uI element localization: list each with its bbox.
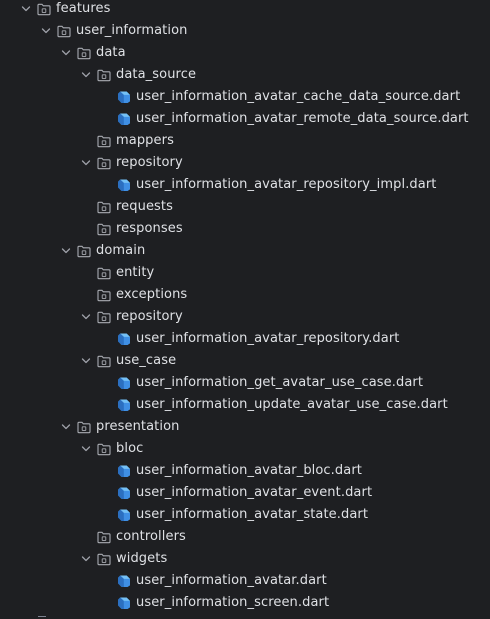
tree-item-label: widgets (116, 551, 168, 566)
dart-file-icon (116, 485, 132, 501)
tree-item-repository[interactable]: repository (0, 152, 490, 174)
dart-file-icon (116, 573, 132, 589)
chevron-icon (38, 616, 46, 619)
tree-item-label: data_source (116, 67, 197, 82)
folder-icon (96, 155, 112, 171)
tree-item-data[interactable]: data (0, 42, 490, 64)
tree-item-user-information-avatar-state-dart[interactable]: user_information_avatar_state.dart (0, 504, 490, 526)
folder-icon (76, 243, 92, 259)
tree-item-label: data (96, 45, 126, 60)
chevron-down-icon[interactable] (78, 551, 94, 567)
tree-item-label: user_information_avatar_event.dart (136, 485, 373, 500)
tree-item-requests[interactable]: requests (0, 196, 490, 218)
tree-item-label: domain (96, 243, 146, 258)
tree-item-label: bloc (116, 441, 144, 456)
folder-icon (96, 353, 112, 369)
tree-item-user-information-avatar-repository-dart[interactable]: user_information_avatar_repository.dart (0, 328, 490, 350)
chevron-down-icon[interactable] (78, 353, 94, 369)
folder-icon (96, 287, 112, 303)
tree-item-label: user_information (76, 23, 188, 38)
tree-item-label: requests (116, 199, 173, 214)
tree-item-label: user_information_screen.dart (136, 595, 330, 610)
folder-icon (36, 1, 52, 17)
tree-item-controllers[interactable]: controllers (0, 526, 490, 548)
tree-item-entity[interactable]: entity (0, 262, 490, 284)
tree-item-label: user_information_update_avatar_use_case.… (136, 397, 448, 412)
folder-icon (96, 309, 112, 325)
tree-item-user-information-avatar-cache-data-source-dart[interactable]: user_information_avatar_cache_data_sourc… (0, 86, 490, 108)
tree-item-label: user_information_avatar_bloc.dart (136, 463, 362, 478)
folder-icon (96, 199, 112, 215)
tree-item-data-source[interactable]: data_source (0, 64, 490, 86)
tree-item-label: user_information_avatar_repository_impl.… (136, 177, 437, 192)
dart-file-icon (116, 595, 132, 611)
tree-item-label: exceptions (116, 287, 188, 302)
tree-item-label: user_information_avatar.dart (136, 573, 327, 588)
partially-visible-row (0, 614, 490, 619)
tree-item-repository[interactable]: repository (0, 306, 490, 328)
tree-item-bloc[interactable]: bloc (0, 438, 490, 460)
tree-item-label: repository (116, 309, 183, 324)
tree-item-mappers[interactable]: mappers (0, 130, 490, 152)
tree-item-label: presentation (96, 419, 180, 434)
dart-file-icon (116, 177, 132, 193)
chevron-down-icon[interactable] (78, 309, 94, 325)
tree-item-user-information-screen-dart[interactable]: user_information_screen.dart (0, 592, 490, 614)
tree-item-label: use_case (116, 353, 177, 368)
folder-icon (56, 23, 72, 39)
dart-file-icon (116, 111, 132, 127)
dart-file-icon (116, 375, 132, 391)
chevron-down-icon[interactable] (58, 45, 74, 61)
folder-icon (96, 265, 112, 281)
tree-item-user-information-update-avatar-use-case-dart[interactable]: user_information_update_avatar_use_case.… (0, 394, 490, 416)
tree-item-user-information-avatar-remote-data-source-dart[interactable]: user_information_avatar_remote_data_sour… (0, 108, 490, 130)
tree-item-user-information-avatar-bloc-dart[interactable]: user_information_avatar_bloc.dart (0, 460, 490, 482)
tree-item-user-information-avatar-repository-impl-dart[interactable]: user_information_avatar_repository_impl.… (0, 174, 490, 196)
tree-item-use-case[interactable]: use_case (0, 350, 490, 372)
tree-item-presentation[interactable]: presentation (0, 416, 490, 438)
folder-icon (96, 551, 112, 567)
tree-item-label: user_information_avatar_cache_data_sourc… (136, 89, 461, 104)
chevron-down-icon[interactable] (38, 23, 54, 39)
folder-icon (76, 419, 92, 435)
dart-file-icon (116, 331, 132, 347)
tree-item-user-information-get-avatar-use-case-dart[interactable]: user_information_get_avatar_use_case.dar… (0, 372, 490, 394)
chevron-down-icon[interactable] (18, 1, 34, 17)
tree-item-label: mappers (116, 133, 174, 148)
tree-item-widgets[interactable]: widgets (0, 548, 490, 570)
tree-item-label: features (56, 1, 111, 16)
tree-item-label: responses (116, 221, 183, 236)
tree-item-label: user_information_avatar_state.dart (136, 507, 369, 522)
dart-file-icon (116, 397, 132, 413)
folder-icon (96, 529, 112, 545)
tree-item-label: user_information_get_avatar_use_case.dar… (136, 375, 424, 390)
tree-item-label: entity (116, 265, 155, 280)
tree-item-user-information-avatar-event-dart[interactable]: user_information_avatar_event.dart (0, 482, 490, 504)
folder-icon (96, 133, 112, 149)
tree-item-user-information[interactable]: user_information (0, 20, 490, 42)
tree-item-user-information-avatar-dart[interactable]: user_information_avatar.dart (0, 570, 490, 592)
folder-icon (96, 67, 112, 83)
folder-icon (96, 441, 112, 457)
tree-item-label: repository (116, 155, 183, 170)
dart-file-icon (116, 507, 132, 523)
chevron-down-icon[interactable] (78, 67, 94, 83)
chevron-down-icon[interactable] (58, 419, 74, 435)
tree-item-features[interactable]: features (0, 0, 490, 20)
tree-item-exceptions[interactable]: exceptions (0, 284, 490, 306)
dart-file-icon (116, 463, 132, 479)
chevron-down-icon[interactable] (78, 155, 94, 171)
dart-file-icon (116, 89, 132, 105)
tree-item-domain[interactable]: domain (0, 240, 490, 262)
folder-icon (96, 221, 112, 237)
tree-item-label: controllers (116, 529, 186, 544)
folder-icon (76, 45, 92, 61)
chevron-down-icon[interactable] (58, 243, 74, 259)
chevron-down-icon[interactable] (78, 441, 94, 457)
tree-item-label: user_information_avatar_remote_data_sour… (136, 111, 469, 126)
tree-item-responses[interactable]: responses (0, 218, 490, 240)
tree-item-label: user_information_avatar_repository.dart (136, 331, 400, 346)
